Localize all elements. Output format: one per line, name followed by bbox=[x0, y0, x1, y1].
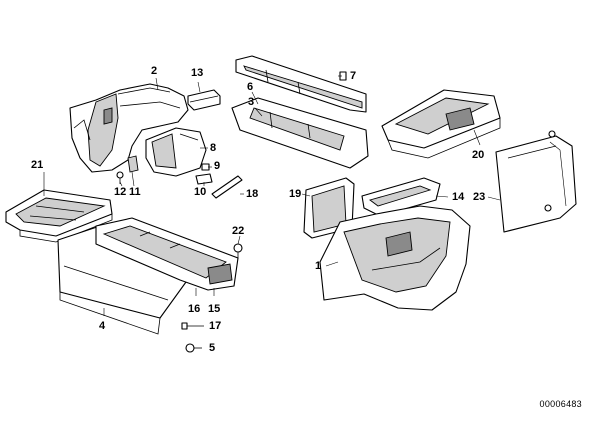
part-5-bolt bbox=[185, 343, 202, 353]
callout-17: 17 bbox=[209, 320, 222, 332]
part-1-right-trim bbox=[319, 205, 471, 311]
callout-10: 10 bbox=[194, 186, 207, 198]
callout-21: 21 bbox=[31, 159, 44, 171]
callout-13: 13 bbox=[191, 67, 204, 79]
callout-16: 16 bbox=[188, 303, 201, 315]
document-number: 00006483 bbox=[539, 399, 582, 409]
callout-6: 6 bbox=[247, 81, 254, 93]
part-23-cover-plate bbox=[495, 130, 577, 233]
part-10-bracket bbox=[195, 173, 213, 185]
part-20-tray bbox=[381, 89, 501, 159]
callout-20: 20 bbox=[472, 149, 485, 161]
part-2-left-trim bbox=[69, 83, 189, 173]
part-14-small-tray bbox=[361, 177, 441, 217]
callout-2: 2 bbox=[151, 65, 158, 77]
part-17-screw bbox=[181, 322, 204, 330]
callout-14: 14 bbox=[452, 191, 465, 203]
callout-15: 15 bbox=[208, 303, 221, 315]
callout-3: 3 bbox=[248, 96, 255, 108]
part-13-bracket bbox=[187, 89, 221, 111]
part-6-top-trim bbox=[235, 55, 367, 113]
callout-23: 23 bbox=[473, 191, 486, 203]
callout-11: 11 bbox=[129, 186, 141, 198]
callout-22: 22 bbox=[232, 225, 245, 237]
callout-1: 1 bbox=[315, 260, 322, 272]
part-18-rod bbox=[211, 175, 243, 199]
part-12-clip bbox=[116, 171, 124, 184]
part-3-rear-trim bbox=[231, 97, 369, 169]
callout-9: 9 bbox=[214, 160, 221, 172]
callout-18: 18 bbox=[246, 188, 259, 200]
callout-19: 19 bbox=[289, 188, 302, 200]
callout-8: 8 bbox=[210, 142, 217, 154]
callout-5: 5 bbox=[209, 342, 216, 354]
leader-lines bbox=[43, 75, 501, 316]
part-15-support bbox=[95, 217, 239, 291]
callout-4: 4 bbox=[99, 320, 106, 332]
part-9-nut bbox=[201, 163, 210, 171]
part-22-clip bbox=[233, 243, 243, 258]
part-11-clip bbox=[127, 155, 139, 173]
callout-12: 12 bbox=[114, 186, 127, 198]
callout-7: 7 bbox=[350, 70, 357, 82]
part-4-lower-panel bbox=[57, 225, 187, 335]
part-7-clip bbox=[339, 71, 347, 81]
part-8-trim-panel bbox=[145, 127, 207, 177]
part-21-floor-panel bbox=[5, 189, 113, 243]
